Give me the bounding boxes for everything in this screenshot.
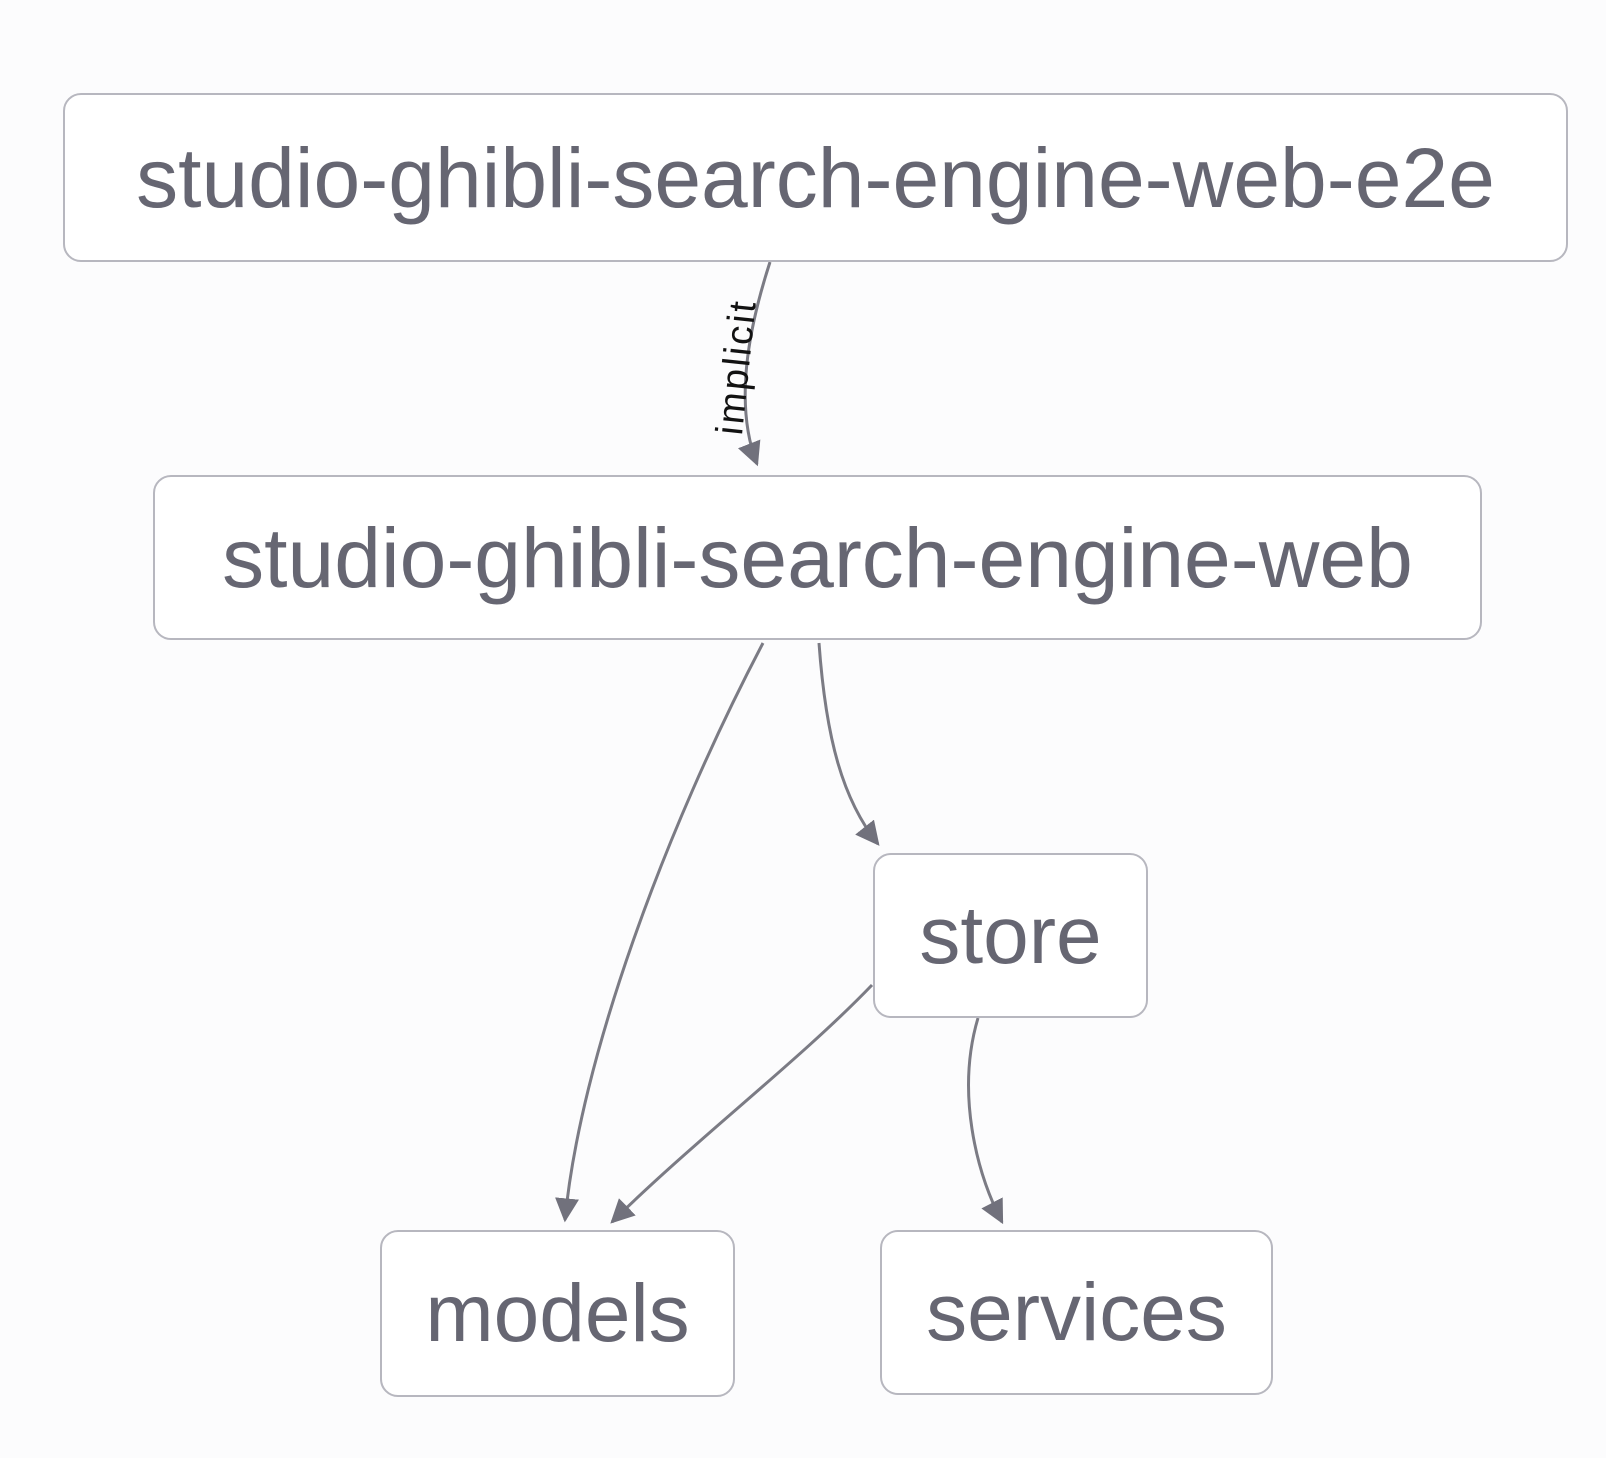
node-label: services (926, 1266, 1227, 1358)
node-studio-ghibli-search-engine-web[interactable]: studio-ghibli-search-engine-web (153, 475, 1482, 640)
node-label: studio-ghibli-search-engine-web (222, 510, 1413, 605)
node-label: models (425, 1267, 690, 1359)
edge-web-to-models[interactable] (555, 642, 765, 1223)
node-label: studio-ghibli-search-engine-web-e2e (136, 130, 1495, 225)
edge-web-to-store[interactable] (817, 642, 880, 846)
edge-store-to-models[interactable] (610, 983, 874, 1224)
node-services[interactable]: services (880, 1230, 1273, 1395)
node-store[interactable]: store (873, 853, 1148, 1018)
node-models[interactable]: models (380, 1230, 735, 1397)
node-label: store (919, 889, 1102, 981)
edge-e2e-to-web[interactable] (737, 261, 772, 467)
edge-store-to-services[interactable] (967, 1017, 1004, 1225)
node-studio-ghibli-search-engine-web-e2e[interactable]: studio-ghibli-search-engine-web-e2e (63, 93, 1568, 262)
